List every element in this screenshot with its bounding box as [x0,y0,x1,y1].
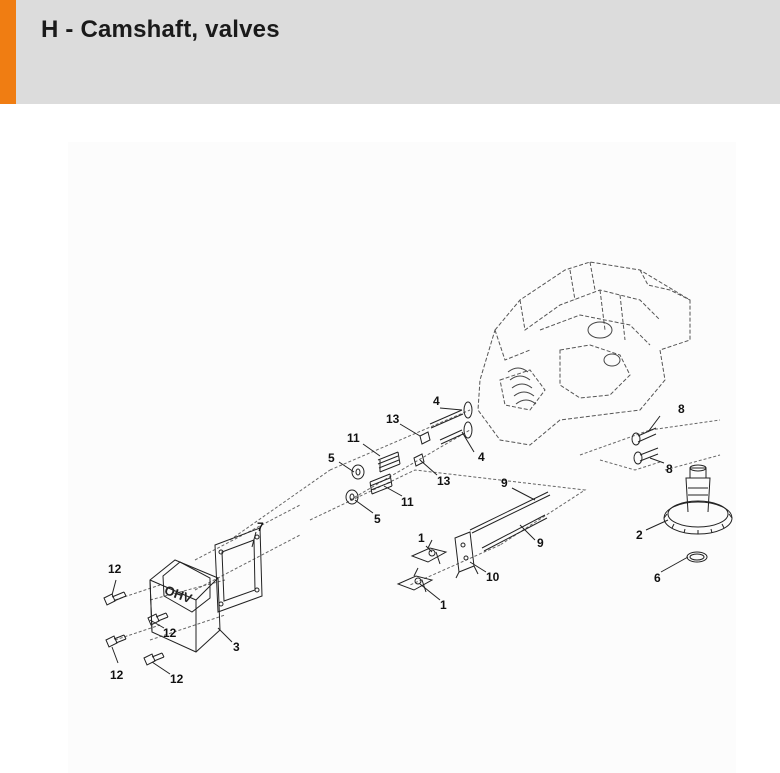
rocker-arm-part-1 [396,567,434,593]
page-title: H - Camshaft, valves [41,16,280,43]
callout-2: 2 [636,528,643,542]
callout-13: 13 [386,412,400,426]
valve-part-4 [429,401,473,429]
guide-plate-part-10 [454,531,479,579]
valve-cover-part-3 [149,559,221,653]
valve-spring-part-11 [377,451,401,473]
valve-keeper-part-13 [413,453,425,467]
valve-part-4 [439,421,473,445]
assembly-guide-lines [114,409,721,641]
tappet-part-8 [633,447,659,465]
callout-9: 9 [537,536,544,550]
gasket-part-7 [214,527,263,613]
valve-keeper-part-13 [419,431,431,445]
callout-4: 4 [478,450,485,464]
callout-6: 6 [654,571,661,585]
engine-fins [507,321,621,405]
callout-9: 9 [501,476,508,490]
callout-leader-lines [111,407,689,675]
callout-12: 12 [170,672,184,686]
washer-part-5 [345,489,359,505]
o-ring-part-6 [686,551,708,563]
camshaft-part-2 [663,464,733,535]
push-rod-part-9 [469,491,551,534]
accent-bar [0,0,16,104]
callout-3: 3 [233,640,240,654]
callout-5: 5 [374,512,381,526]
cover-emblem-text: OHV [162,582,194,606]
valve-spring-part-11 [369,473,393,495]
page-header [0,0,780,104]
screw-part-12 [147,612,169,626]
rocker-arm-part-1 [410,539,448,565]
diagram-panel [68,142,736,773]
callout-12: 12 [163,626,177,640]
callout-10: 10 [486,570,500,584]
callout-11: 11 [347,431,360,445]
callout-13: 13 [437,474,451,488]
callout-7: 7 [257,520,264,534]
callout-8: 8 [678,402,685,416]
callout-8: 8 [666,462,673,476]
screw-part-12 [105,634,127,648]
callout-1: 1 [418,531,425,545]
callout-12: 12 [108,562,122,576]
washer-part-5 [351,464,365,480]
callout-5: 5 [328,451,335,465]
push-rod-part-9 [481,514,548,552]
callout-4: 4 [433,394,440,408]
screw-part-12 [143,652,165,666]
engine-block [477,261,691,446]
screw-part-12 [103,591,127,606]
tappet-part-8 [631,427,657,446]
callout-11: 11 [401,495,414,509]
callout-labels: 1 1 2 3 4 4 5 5 6 7 8 8 9 9 10 11 11 12 … [108,394,685,686]
callout-1: 1 [440,598,447,612]
callout-12: 12 [110,668,124,682]
